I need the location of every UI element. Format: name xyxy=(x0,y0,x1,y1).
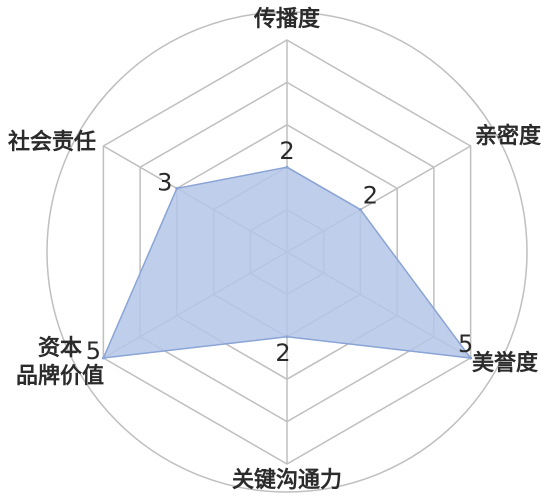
axis-label-5: 资本品牌价值 xyxy=(16,336,104,389)
value-label-2: 2 xyxy=(363,182,378,210)
data-point-3 xyxy=(469,356,473,360)
outer-circle xyxy=(46,11,528,493)
data-point-1 xyxy=(285,165,289,169)
value-label-3: 5 xyxy=(458,330,473,358)
value-label-5: 5 xyxy=(86,337,101,365)
value-label-1: 2 xyxy=(279,137,294,165)
value-label-6: 3 xyxy=(157,168,172,196)
axis-label-4: 关键沟通力 xyxy=(232,467,342,493)
axis-label-1: 传播度 xyxy=(253,6,321,32)
axis-label-2: 亲密度 xyxy=(475,123,542,149)
axis-label-3: 美誉度 xyxy=(472,350,539,376)
axis-label-6: 社会责任 xyxy=(8,129,96,155)
value-label-4: 2 xyxy=(275,339,290,367)
data-point-5 xyxy=(101,356,105,360)
data-point-2 xyxy=(358,208,362,212)
data-point-4 xyxy=(285,335,289,339)
data-point-6 xyxy=(175,186,179,190)
